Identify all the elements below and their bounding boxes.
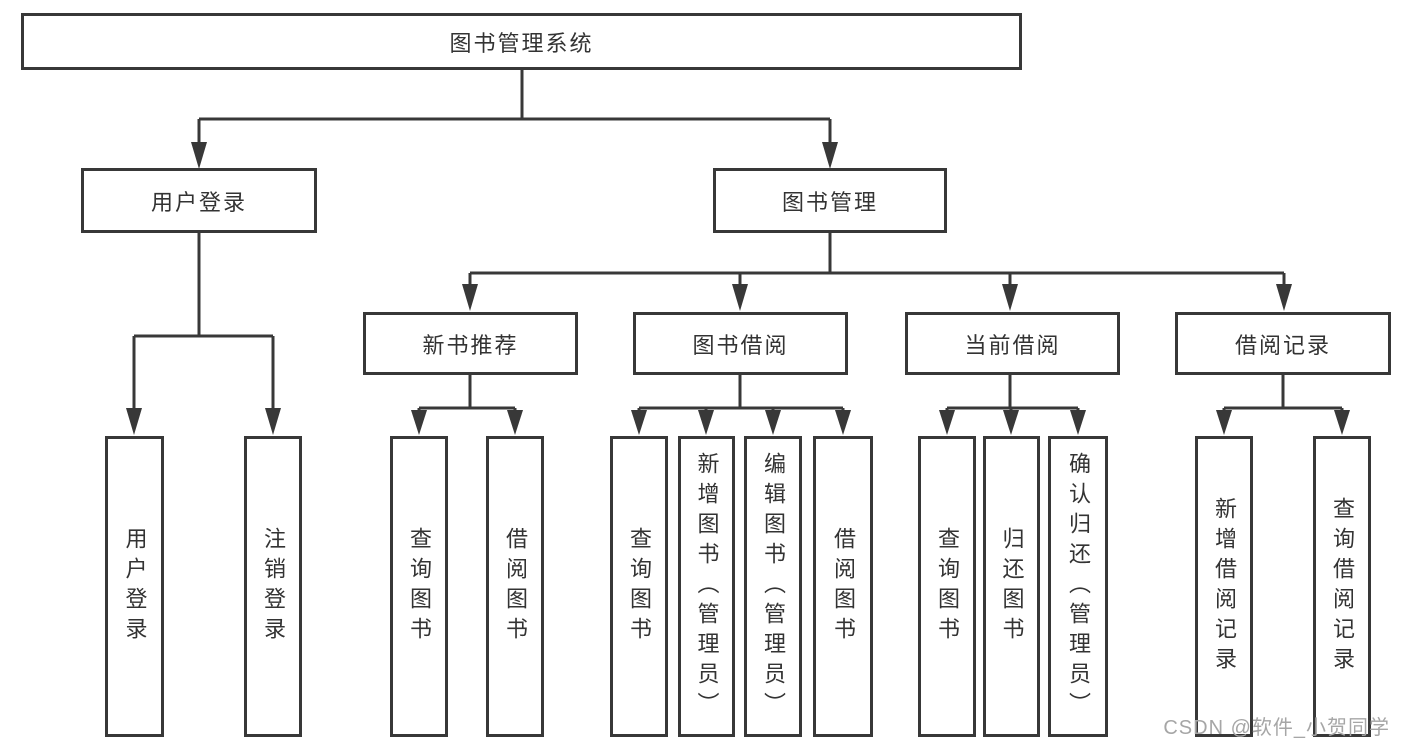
leaf-user-login: 用户登录: [105, 436, 164, 737]
node-new-book-recommend: 新书推荐: [363, 312, 578, 375]
watermark: CSDN @软件_小贺同学: [1163, 717, 1390, 739]
leaf-query-books-current: 查询图书: [918, 436, 976, 737]
leaf-add-books-admin: 新增图书（管理员）: [678, 436, 735, 737]
node-library-management-system: 图书管理系统: [21, 13, 1022, 70]
connector-root-to-level2: [191, 70, 838, 169]
node-borrow-records: 借阅记录: [1175, 312, 1391, 375]
leaf-confirm-return-admin: 确认归还（管理员）: [1048, 436, 1108, 737]
node-current-borrow: 当前借阅: [905, 312, 1120, 375]
connector-book-management-to-level3: [462, 232, 1292, 311]
connector-new-book-recommend-to-leaves: [411, 375, 523, 435]
leaf-query-books-borrow: 查询图书: [610, 436, 668, 737]
leaf-return-books: 归还图书: [983, 436, 1040, 737]
leaf-query-books-recommend: 查询图书: [390, 436, 448, 737]
node-book-management: 图书管理: [713, 168, 947, 233]
leaf-borrow-books: 借阅图书: [813, 436, 873, 737]
node-user-login: 用户登录: [81, 168, 317, 233]
node-book-borrow: 图书借阅: [633, 312, 848, 375]
connector-book-borrow-to-leaves: [631, 375, 851, 435]
leaf-query-borrow-record: 查询借阅记录: [1313, 436, 1371, 737]
connector-current-borrow-to-leaves: [939, 375, 1086, 435]
leaf-add-borrow-record: 新增借阅记录: [1195, 436, 1253, 737]
connector-borrow-records-to-leaves: [1216, 375, 1350, 435]
connector-user-login-to-leaves: [126, 233, 281, 435]
leaf-borrow-books-recommend: 借阅图书: [486, 436, 544, 737]
leaf-logout: 注销登录: [244, 436, 302, 737]
leaf-edit-books-admin: 编辑图书（管理员）: [744, 436, 802, 737]
